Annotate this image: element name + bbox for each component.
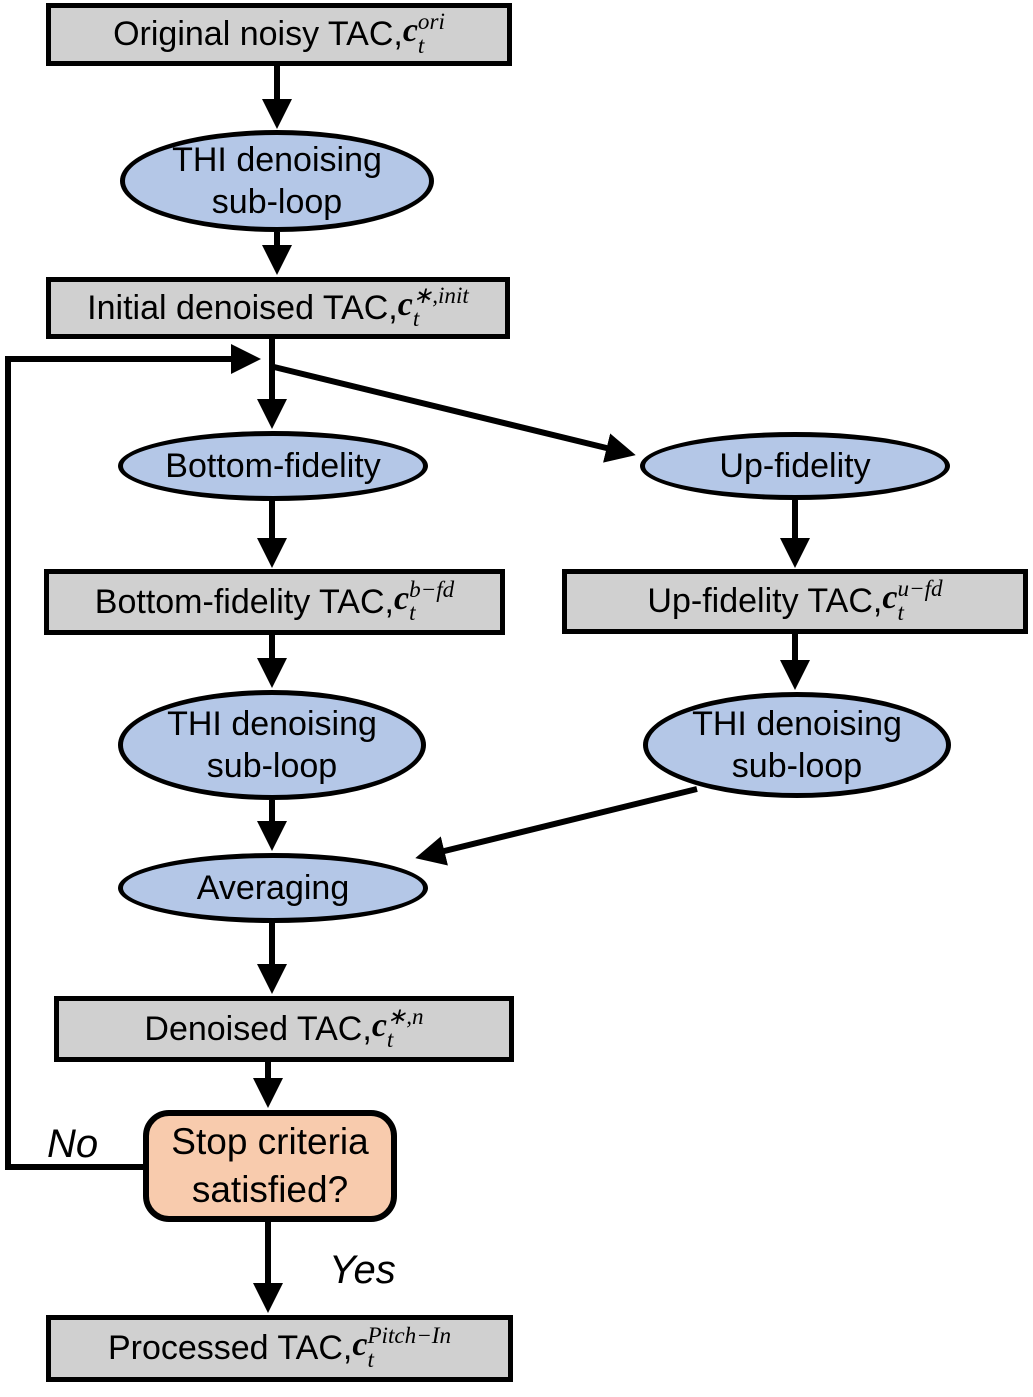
node-label-line1: THI denoising — [692, 704, 902, 743]
node-label: Averaging — [196, 868, 350, 907]
node-label: Bottom-fidelity — [165, 446, 381, 485]
node-label-line1: THI denoising — [167, 704, 377, 743]
node-thi-denoising-subloop-1: THI denoising sub-loop — [120, 130, 434, 232]
node-label: Initial denoised TAC, — [87, 288, 398, 327]
edge-label-no: No — [47, 1122, 99, 1166]
arrow-branch-to-up-fidelity — [273, 364, 636, 463]
node-label-line2: sub-loop — [731, 747, 863, 785]
node-stop-criteria-decision: Stop criteria satisfied? — [143, 1110, 397, 1222]
node-thi-denoising-subloop-3: THI denoising sub-loop — [643, 692, 951, 798]
node-averaging: Averaging — [118, 853, 428, 923]
node-label: Denoised TAC, — [144, 1009, 372, 1048]
node-bottom-fidelity: Bottom-fidelity — [118, 431, 428, 501]
node-label-line1: Stop criteria — [171, 1120, 369, 1162]
node-label-line2: sub-loop — [206, 747, 338, 785]
node-up-fidelity: Up-fidelity — [640, 432, 950, 500]
node-label: Up-fidelity — [719, 446, 871, 485]
node-label-line1: THI denoising — [172, 140, 382, 179]
node-label-line2: satisfied? — [191, 1169, 349, 1210]
node-label: Original noisy TAC, — [113, 15, 403, 54]
feedback-no-loop-arrow — [5, 344, 261, 1170]
node-label: Bottom-fidelity TAC, — [94, 582, 394, 621]
node-label: Processed TAC, — [107, 1329, 353, 1368]
edge-label-yes: Yes — [329, 1248, 396, 1292]
node-thi-denoising-subloop-2: THI denoising sub-loop — [118, 690, 426, 800]
node-label: Up-fidelity TAC, — [647, 582, 883, 621]
arrow-thi3-to-averaging — [415, 786, 698, 866]
node-label-line2: sub-loop — [211, 183, 343, 221]
